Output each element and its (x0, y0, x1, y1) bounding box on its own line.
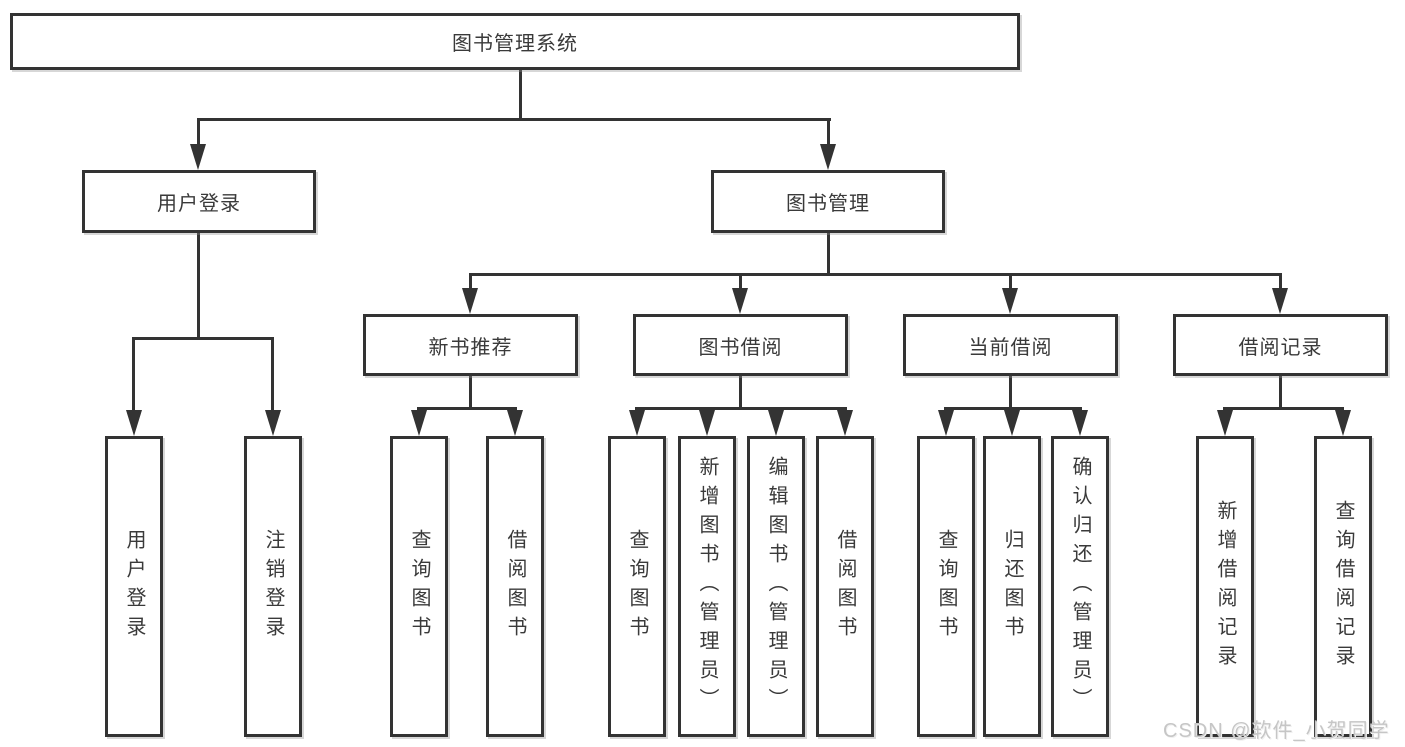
arrowhead-down-icon (507, 410, 523, 436)
connector-line (197, 233, 200, 340)
leaf-label: 用户登录 (123, 528, 145, 645)
connector-line (827, 233, 830, 276)
node-label: 当前借阅 (968, 336, 1053, 359)
arrowhead-down-icon (1004, 410, 1020, 436)
leaf-label: 查询图书 (626, 528, 648, 645)
arrowhead-down-icon (820, 144, 836, 170)
connector-line (417, 407, 517, 410)
leaf-add-borrow-record: 新增借阅记录 (1196, 436, 1254, 737)
connector-line (519, 70, 522, 118)
connector-line (944, 407, 1082, 410)
node-new-book-recommendation: 新书推荐 (363, 314, 578, 376)
connector-line (1009, 273, 1012, 290)
arrowhead-down-icon (1217, 410, 1233, 436)
node-current-borrowing: 当前借阅 (903, 314, 1118, 376)
connector-line (1279, 273, 1282, 290)
arrowhead-down-icon (265, 410, 281, 436)
leaf-label: 归还图书 (1001, 528, 1023, 645)
leaf-label: 确认归还（管理员） (1069, 456, 1091, 717)
node-label: 图书借阅 (698, 336, 783, 359)
arrowhead-down-icon (837, 410, 853, 436)
arrowhead-down-icon (768, 410, 784, 436)
connector-line (469, 273, 472, 290)
csdn-watermark: CSDN @软件_小贺同学 (1163, 720, 1390, 742)
arrowhead-down-icon (1272, 288, 1288, 314)
arrowhead-down-icon (629, 410, 645, 436)
node-label: 借阅记录 (1238, 336, 1323, 359)
leaf-label: 查询图书 (935, 528, 957, 645)
node-borrowing-records: 借阅记录 (1173, 314, 1388, 376)
arrowhead-down-icon (190, 144, 206, 170)
connector-line (1009, 376, 1012, 410)
connector-line (197, 118, 200, 146)
arrowhead-down-icon (1002, 288, 1018, 314)
node-user-login: 用户登录 (82, 170, 316, 233)
leaf-label: 新增图书（管理员） (696, 456, 718, 717)
leaf-label: 借阅图书 (504, 528, 526, 645)
connector-line (469, 376, 472, 410)
leaf-label: 编辑图书（管理员） (765, 456, 787, 717)
connector-line (132, 337, 274, 340)
arrowhead-down-icon (462, 288, 478, 314)
leaf-confirm-return-admin: 确认归还（管理员） (1051, 436, 1109, 737)
leaf-edit-book-admin: 编辑图书（管理员） (747, 436, 805, 737)
leaf-user-login: 用户登录 (105, 436, 163, 737)
node-label: 图书管理系统 (452, 33, 578, 55)
leaf-borrow-books-borrowing: 借阅图书 (816, 436, 874, 737)
arrowhead-down-icon (126, 410, 142, 436)
leaf-return-books: 归还图书 (983, 436, 1041, 737)
connector-line (635, 407, 847, 410)
connector-line (1223, 407, 1344, 410)
node-label: 新书推荐 (428, 336, 513, 359)
leaf-label: 借阅图书 (834, 528, 856, 645)
connector-line (739, 376, 742, 410)
arrowhead-down-icon (1335, 410, 1351, 436)
connector-line (827, 118, 830, 146)
leaf-add-book-admin: 新增图书（管理员） (678, 436, 736, 737)
node-book-borrowing: 图书借阅 (633, 314, 848, 376)
connector-line (739, 273, 742, 290)
arrowhead-down-icon (699, 410, 715, 436)
leaf-label: 查询图书 (408, 528, 430, 645)
node-book-management: 图书管理 (711, 170, 945, 233)
leaf-logout: 注销登录 (244, 436, 302, 737)
leaf-query-books-recommend: 查询图书 (390, 436, 448, 737)
node-label: 用户登录 (157, 193, 241, 215)
leaf-query-borrow-record: 查询借阅记录 (1314, 436, 1372, 737)
arrowhead-down-icon (732, 288, 748, 314)
leaf-borrow-books-recommend: 借阅图书 (486, 436, 544, 737)
arrowhead-down-icon (938, 410, 954, 436)
connector-line (1279, 376, 1282, 410)
arrowhead-down-icon (411, 410, 427, 436)
node-library-management-system: 图书管理系统 (10, 13, 1020, 70)
arrowhead-down-icon (1072, 410, 1088, 436)
leaf-label: 查询借阅记录 (1332, 499, 1354, 674)
connector-line (197, 118, 831, 121)
connector-line (469, 273, 1282, 276)
leaf-query-books-borrowing: 查询图书 (608, 436, 666, 737)
leaf-label: 注销登录 (262, 528, 284, 645)
node-label: 图书管理 (786, 193, 870, 215)
connector-line (271, 337, 274, 410)
leaf-label: 新增借阅记录 (1214, 499, 1236, 674)
leaf-query-books-current: 查询图书 (917, 436, 975, 737)
connector-line (132, 337, 135, 410)
